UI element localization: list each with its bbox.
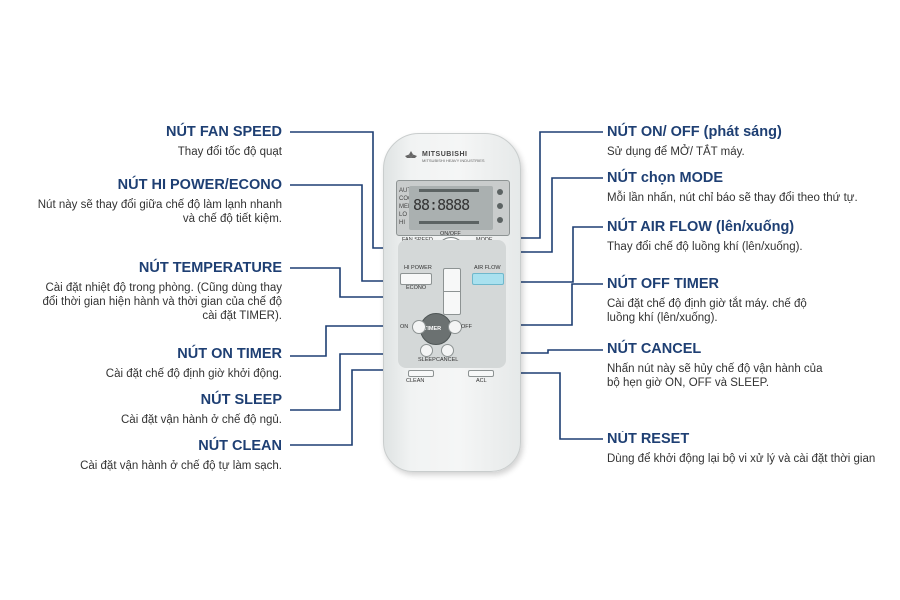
callout-title: NÚT HI POWER/ECONO <box>117 177 282 193</box>
timer-label: TIMER <box>424 326 442 332</box>
description-line: Cài đặt nhiệt độ trong phòng. (Cũng dùng… <box>45 282 282 294</box>
lcd-segment <box>497 203 503 209</box>
on-timer-button[interactable] <box>412 320 426 334</box>
callout-hi-power-econo: NÚT HI POWER/ECONO Nút này sẽ thay đổi g… <box>38 177 282 226</box>
callout-description: Sử dụng để MỞ/ TẮT máy. <box>607 146 745 158</box>
callout-on-timer: NÚT ON TIMER Cài đặt chế độ định giờ khở… <box>106 346 282 381</box>
callout-description: Cài đặt chế độ định giờ khởi động. <box>105 368 282 380</box>
air-flow-button[interactable] <box>472 273 504 285</box>
hi-power-label: HI POWER <box>404 265 432 271</box>
callout-title: NÚT FAN SPEED <box>165 124 282 140</box>
callout-title: NÚT CLEAN <box>198 438 282 454</box>
callout-description: Thay đổi tốc độ quạt <box>177 146 282 158</box>
callout-mode: NÚT chọn MODE Mỗi lần nhấn, nút chỉ báo … <box>607 170 858 205</box>
description-line: Nút này sẽ thay đổi giữa chế độ làm lạnh… <box>37 199 282 211</box>
description-line: cài đặt TIMER). <box>202 310 282 322</box>
leader-on-timer <box>290 325 420 357</box>
callout-description: Nút này sẽ thay đổi giữa chế độ làm lạnh… <box>38 198 282 226</box>
callout-off-timer: NÚT OFF TIMER Cài đặt chế độ định giờ tắ… <box>607 276 807 325</box>
callout-title: NÚT AIR FLOW (lên/xuống) <box>607 219 795 235</box>
callout-fan-speed: NÚT FAN SPEED Thay đổi tốc độ quạt <box>166 124 282 159</box>
off-label: OFF <box>461 324 472 330</box>
lcd-digits: 88:8888 <box>413 196 470 214</box>
hi-power-button[interactable] <box>400 273 432 285</box>
air-flow-label: AIR FLOW <box>474 265 501 271</box>
on-label: ON <box>400 324 409 330</box>
callout-title: NÚT SLEEP <box>200 392 282 408</box>
description-line: luồng khí (lên/xuống). <box>607 312 718 324</box>
leader-hi-power <box>290 184 398 282</box>
callout-description: Mỗi lần nhấn, nút chỉ báo sẽ thay đổi th… <box>607 192 858 204</box>
lcd-segment <box>419 221 479 224</box>
econo-label: ECONO <box>406 285 427 291</box>
sleep-label: SLEEP <box>418 357 436 363</box>
remote-control: MITSUBISHI MITSUBISHI HEAVY INDUSTRIES A… <box>383 133 521 472</box>
callout-description: Cài đặt vận hành ở chế độ ngủ. <box>121 414 282 426</box>
callout-description: Nhấn nút này sẽ hủy chế độ vận hành của … <box>607 362 822 390</box>
diamond-logo-icon <box>405 151 417 158</box>
description-line: đổi thời gian hiện hành và thời gian của… <box>42 296 282 308</box>
description-line: Nhấn nút này sẽ hủy chế độ vận hành của <box>607 363 823 375</box>
leader-air-flow <box>492 226 603 283</box>
callout-description: Cài đặt vận hành ở chế độ tự làm sạch. <box>80 460 282 472</box>
sleep-button[interactable] <box>420 344 433 357</box>
description-line: Cài đặt chế độ định giờ tắt máy. chế độ <box>607 298 807 310</box>
callout-sleep: NÚT SLEEP Cài đặt vận hành ở chế độ ngủ. <box>121 392 282 427</box>
lcd-segment <box>497 217 503 223</box>
callout-title: NÚT RESET <box>607 431 690 447</box>
lcd-segment <box>497 189 503 195</box>
callout-cancel: NÚT CANCEL Nhấn nút này sẽ hủy chế độ vậ… <box>607 341 822 390</box>
lcd-segment <box>419 189 479 192</box>
brand-logo: MITSUBISHI MITSUBISHI HEAVY INDUSTRIES <box>404 151 485 163</box>
callout-title: NÚT ON/ OFF (phát sáng) <box>607 124 782 140</box>
callout-air-flow: NÚT AIR FLOW (lên/xuống) Thay đổi chế độ… <box>607 219 803 254</box>
callout-description: Cài đặt nhiệt độ trong phòng. (Cũng dùng… <box>42 281 282 323</box>
on-off-label: ON/OFF <box>440 231 461 237</box>
callout-title: NÚT ON TIMER <box>177 346 282 362</box>
callout-description: Cài đặt chế độ định giờ tắt máy. chế độ … <box>607 297 807 325</box>
cancel-button[interactable] <box>441 344 454 357</box>
callout-clean: NÚT CLEAN Cài đặt vận hành ở chế độ tự l… <box>80 438 282 473</box>
brand-name: MITSUBISHI <box>422 151 468 158</box>
lcd-mode-list: AUTO COOL MED LO HI <box>399 188 417 226</box>
callout-description: Thay đổi chế độ luồng khí (lên/xuống). <box>607 241 803 253</box>
callout-reset: NÚT RESET Dùng để khởi động lại bộ vi xử… <box>607 431 897 466</box>
callout-on-off: NÚT ON/ OFF (phát sáng) Sử dụng để MỞ/ T… <box>607 124 782 159</box>
leader-sleep <box>290 353 411 411</box>
brand-subtitle: MITSUBISHI HEAVY INDUSTRIES <box>422 158 485 163</box>
callout-title: NÚT chọn MODE <box>607 170 723 186</box>
lcd-display: AUTO COOL MED LO HI 88:8888 <box>396 180 510 236</box>
off-timer-button[interactable] <box>448 320 462 334</box>
temperature-down-button[interactable] <box>443 291 461 315</box>
callout-temperature: NÚT TEMPERATURE Cài đặt nhiệt độ trong p… <box>42 260 282 323</box>
acl-reset-button[interactable] <box>468 370 494 377</box>
clean-button[interactable] <box>408 370 434 377</box>
callout-description: Dùng để khởi động lại bộ vi xử lý và cài… <box>607 453 876 465</box>
clean-label: CLEAN <box>406 378 425 384</box>
cancel-label: CANCEL <box>436 357 459 363</box>
acl-label: ACL <box>476 378 487 384</box>
callout-title: NÚT TEMPERATURE <box>138 260 282 276</box>
callout-title: NÚT CANCEL <box>607 341 702 357</box>
button-panel: HI POWER ECONO AIR FLOW TIMER ON OFF SLE… <box>398 240 506 368</box>
description-line: bộ hẹn giờ ON, OFF và SLEEP. <box>607 377 770 389</box>
callout-title: NÚT OFF TIMER <box>607 276 719 292</box>
temperature-up-button[interactable] <box>443 268 461 292</box>
description-line: và chế độ tiết kiệm. <box>182 213 282 225</box>
